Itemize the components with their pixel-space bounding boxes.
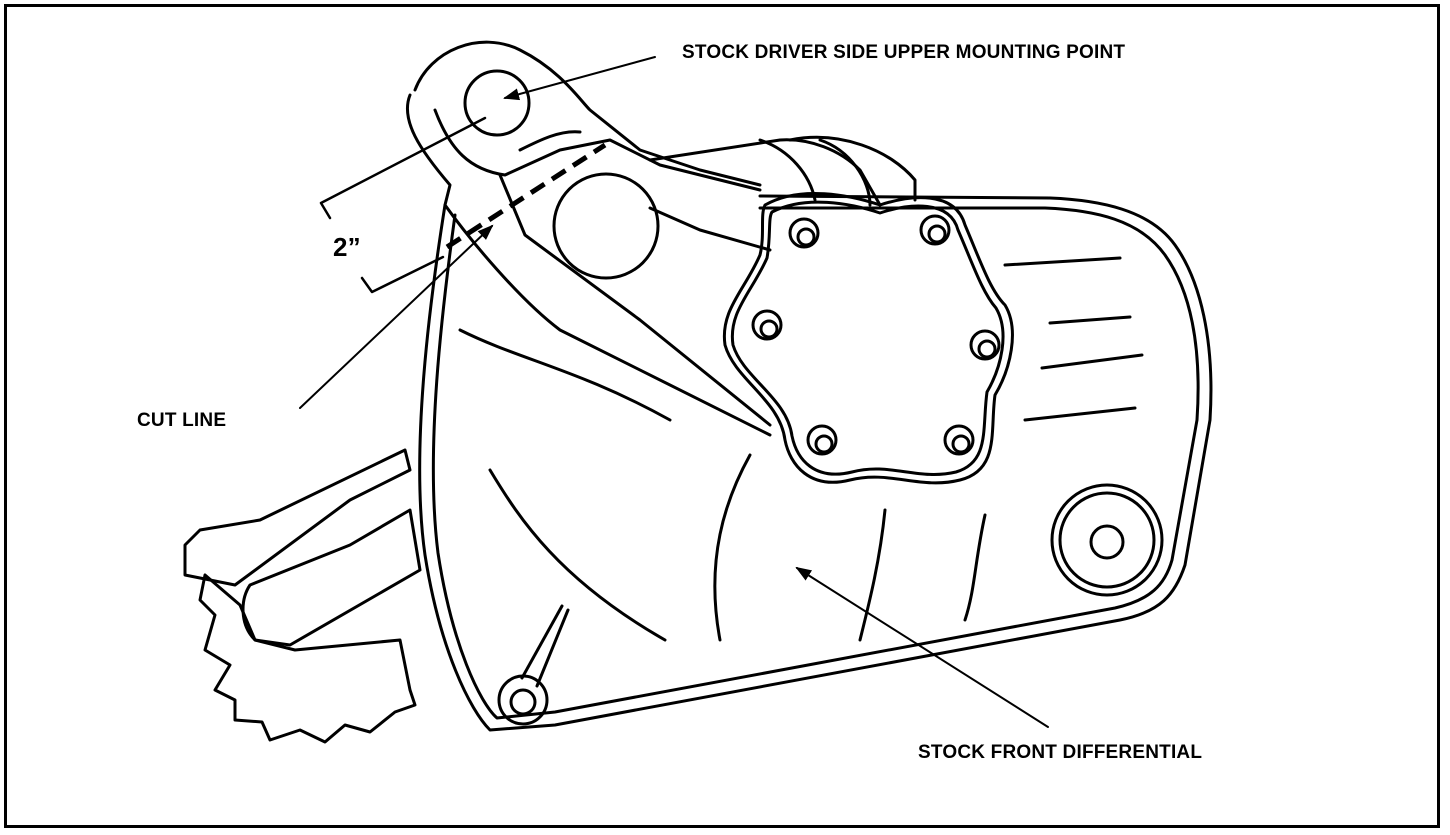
housing-contours bbox=[458, 328, 987, 642]
drain-plug bbox=[1050, 483, 1164, 597]
dimension-bracket bbox=[319, 116, 487, 294]
label-dimension: 2” bbox=[333, 232, 361, 262]
label-upper-mounting-point: STOCK DRIVER SIDE UPPER MOUNTING POINT bbox=[682, 42, 1126, 63]
leader-cut-line bbox=[299, 224, 494, 409]
inner-tube-circle bbox=[552, 172, 660, 280]
cover-bolt bbox=[969, 329, 1001, 361]
cut-line bbox=[445, 142, 607, 250]
cover-bolt bbox=[919, 214, 951, 246]
label-cut-line: CUT LINE bbox=[137, 410, 227, 431]
cover-bolt bbox=[943, 424, 975, 456]
label-front-differential: STOCK FRONT DIFFERENTIAL bbox=[918, 742, 1203, 763]
cover-bolt bbox=[751, 309, 783, 341]
axle-tube bbox=[183, 448, 422, 744]
cover-bolts bbox=[751, 214, 1001, 456]
leader-upper-mount bbox=[503, 56, 656, 101]
figure-frame bbox=[4, 4, 1440, 828]
cooling-fins bbox=[1003, 256, 1144, 422]
cover-bolt bbox=[806, 424, 838, 456]
upper-mount-bushing bbox=[463, 69, 531, 137]
fill-plug bbox=[497, 604, 570, 726]
leader-differential bbox=[795, 566, 1049, 728]
cover-plate bbox=[722, 191, 1014, 485]
cover-bolt bbox=[788, 217, 820, 249]
housing bbox=[405, 40, 1213, 732]
